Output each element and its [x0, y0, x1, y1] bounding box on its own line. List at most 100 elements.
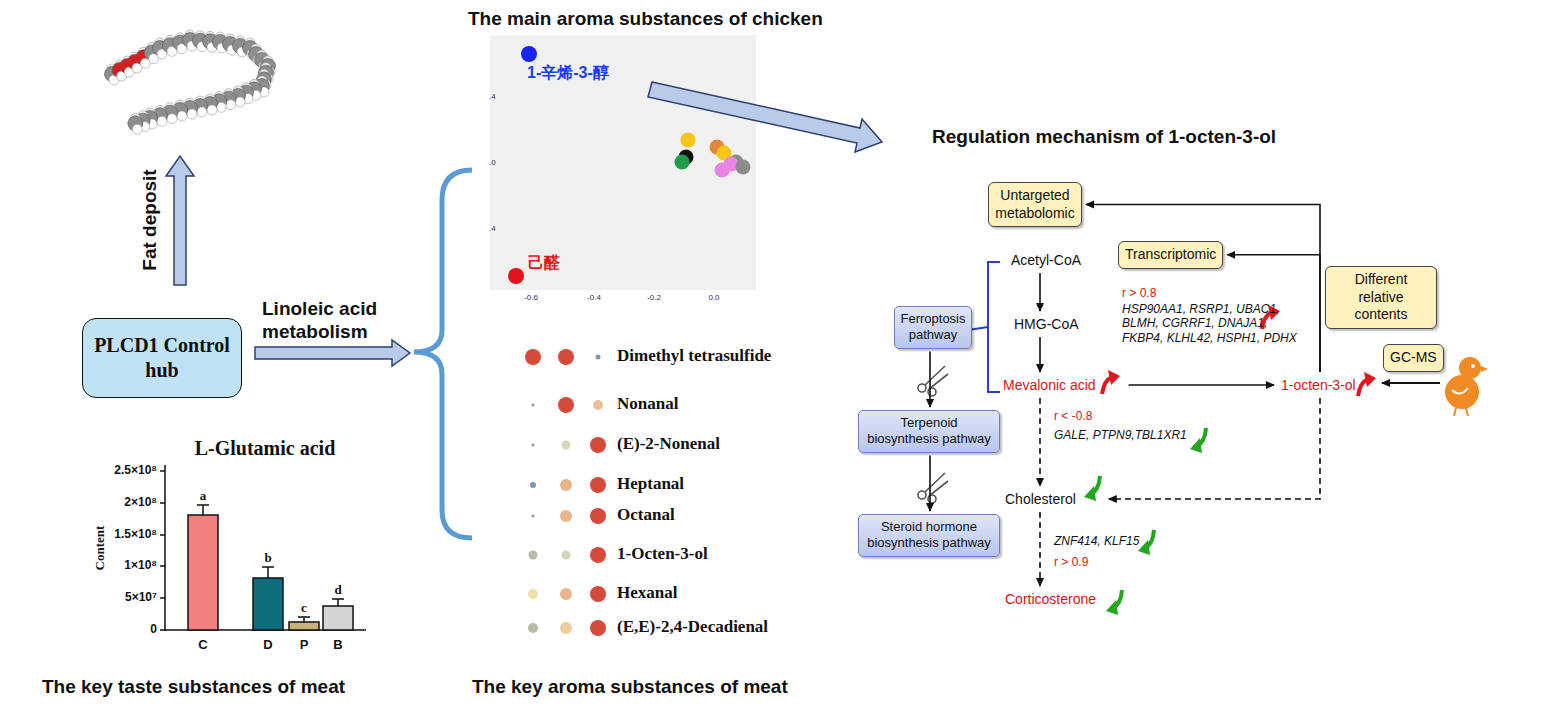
- lipid-molecule-part: [235, 97, 245, 107]
- ferroptosis-bracket-part: [968, 262, 1000, 392]
- axis-tick: 2×10⁸: [124, 495, 157, 509]
- dot-plot-part: [530, 482, 536, 488]
- trend-arrows-part: [1190, 438, 1202, 453]
- lipid-molecule-part: [216, 102, 226, 112]
- dot-plot-part: [590, 477, 606, 493]
- axis-tick: 5×10⁷: [125, 590, 157, 604]
- dot-plot-part: [560, 479, 572, 491]
- chicken-icon-part: [1445, 375, 1479, 409]
- trend-arrows-part: [1138, 540, 1150, 555]
- big-arrow-part: [648, 82, 882, 152]
- method-box: Untargeted metabolomic: [988, 182, 1082, 227]
- compound-name: (E)-2-Nonenal: [617, 434, 720, 454]
- axis-tick: .0: [489, 158, 496, 168]
- gcms-arrow: [1382, 383, 1440, 384]
- pathway-box: Steroid hormone biosynthesis pathway: [858, 514, 1000, 557]
- connector-arrow: [1039, 398, 1041, 486]
- lipid-molecule-part: [226, 100, 236, 110]
- bar-chart-part: [160, 597, 165, 599]
- scatter-panel-part: [675, 155, 690, 170]
- dot-plot-part: [560, 510, 572, 522]
- fat-deposit-arrow-part: [166, 156, 194, 285]
- dot-plot-part: [532, 515, 535, 518]
- axis-title: Content: [92, 526, 108, 571]
- dot-plot-part: [593, 400, 603, 410]
- bar-chart-part: [164, 465, 166, 631]
- linoleic-arrow: [255, 340, 410, 366]
- trend-arrows-part: [1106, 600, 1118, 615]
- lipid-molecule-part: [207, 105, 217, 115]
- compound-name: Octanal: [617, 505, 675, 525]
- node-text: Different relative contents: [1332, 271, 1430, 324]
- dot-plot-part: [558, 349, 574, 365]
- dot-plot-part: [528, 623, 538, 633]
- scatter-panel-part: [490, 35, 756, 290]
- lipid-molecule-part: [177, 111, 187, 121]
- compound-name: Dimethyl tetrasulfide: [617, 346, 771, 366]
- node-text: Terpenoid biosynthesis pathway: [864, 415, 994, 448]
- chart-title: L-Glutamic acid: [195, 436, 336, 460]
- scissors-icons-part: [918, 384, 926, 392]
- bar-chart-part: [289, 622, 319, 630]
- ferroptosis-bracket: [968, 262, 1000, 392]
- node-text: Transcriptomic: [1125, 246, 1216, 264]
- significance-letter: a: [200, 488, 207, 504]
- big-arrow: [648, 82, 882, 152]
- metabolite-label: HMG-CoA: [1011, 314, 1082, 334]
- chicken-icon-part: [1452, 388, 1468, 394]
- correlation-label: r > 0.8: [1122, 286, 1156, 300]
- connector-arrow: [1039, 512, 1041, 586]
- dot-plot-part: [532, 404, 535, 407]
- scatter-panel-part: [715, 163, 730, 178]
- bar-chart-part: [188, 515, 218, 630]
- lipid-molecule-part: [197, 107, 207, 117]
- connector-arrow: [1129, 384, 1274, 386]
- axis-tick: 0.0: [708, 293, 719, 303]
- trend-arrows-part: [1084, 486, 1096, 501]
- metabolite-label: Acetyl-CoA: [1008, 250, 1084, 270]
- bracket-part: [414, 170, 472, 538]
- scissors-icons-part: [925, 473, 948, 496]
- connector-arrow: [1086, 205, 1320, 373]
- compound-name: Heptanal: [617, 474, 684, 494]
- scatter-panel-part: [521, 46, 537, 62]
- method-box: Transcriptomic: [1118, 241, 1223, 269]
- connector-arrow: [929, 352, 931, 408]
- connector-arrow: [929, 456, 931, 512]
- bar-chart-part: [160, 565, 165, 567]
- compound-name: (E,E)-2,4-Decadienal: [617, 617, 768, 637]
- scissors-icons-part: [918, 491, 926, 499]
- axis-tick: -0.4: [587, 293, 601, 303]
- node-text: Untargeted metabolomic: [995, 187, 1075, 222]
- chicken-icon-part: [1459, 357, 1481, 379]
- lipid-molecule-part: [132, 124, 142, 134]
- axis-tick: -0.2: [647, 293, 661, 303]
- dot-plot-part: [590, 620, 606, 636]
- arrow-label: Linoleic acid metabolism: [262, 298, 402, 344]
- dot-plot-part: [525, 349, 541, 365]
- chicken-icon-part: [1471, 364, 1475, 368]
- connector-arrow: [1039, 337, 1041, 372]
- lipid-molecule-part: [157, 116, 167, 126]
- method-box: Different relative contents: [1325, 266, 1437, 329]
- metabolite-label: Corticosterone: [1002, 589, 1099, 609]
- node-text: HMG-CoA: [1014, 316, 1079, 332]
- category-label: C: [198, 637, 207, 653]
- chicken-icon: [1445, 357, 1488, 416]
- bracket: [414, 170, 472, 538]
- method-box: GC-MS: [1383, 344, 1444, 372]
- gene-list: ZNF414, KLF15: [1054, 534, 1139, 548]
- dot-plot-part: [596, 355, 601, 360]
- scatter-panel-part: [681, 133, 696, 148]
- dot-plot-part: [558, 397, 574, 413]
- dot-plot-part: [529, 551, 538, 560]
- panel-caption: The key taste substances of meat: [42, 676, 345, 699]
- node-text: Steroid hormone biosynthesis pathway: [864, 519, 994, 552]
- node-text: Acetyl-CoA: [1011, 252, 1081, 268]
- panel-title: The main aroma substances of chicken: [468, 8, 823, 31]
- lipid-molecule-part: [187, 109, 197, 119]
- compound-name: Hexanal: [617, 583, 677, 603]
- lipid-molecule-part: [167, 114, 177, 124]
- trend-arrows-part: [1108, 370, 1120, 385]
